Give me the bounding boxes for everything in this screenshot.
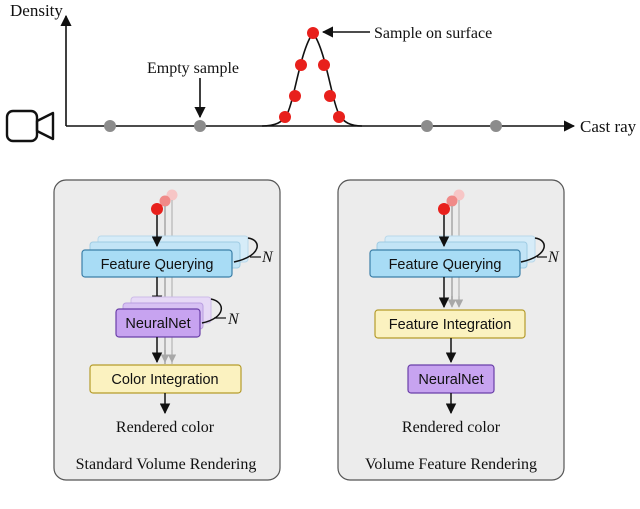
color-integration-label: Color Integration xyxy=(111,372,218,388)
sample-point-faded xyxy=(446,195,458,207)
surface-sample-point xyxy=(324,90,336,102)
rendered-color-label: Rendered color xyxy=(116,419,215,436)
repeat-bracket xyxy=(233,237,258,263)
sample-point xyxy=(151,203,163,215)
empty-sample-point xyxy=(194,120,206,132)
feature-integration-box xyxy=(374,309,526,339)
repeat-symbol-n: N xyxy=(227,311,240,328)
x-axis-label: Cast ray xyxy=(580,117,637,136)
feature-querying-box xyxy=(369,249,521,278)
repeat-symbol-n: N xyxy=(261,249,274,266)
surface-sample-point xyxy=(333,111,345,123)
surface-sample-point xyxy=(289,90,301,102)
surface-sample-point xyxy=(318,59,330,71)
surface-sample-point xyxy=(307,27,319,39)
repeat-symbol-n: N xyxy=(547,249,560,266)
empty-annotation-label: Empty sample xyxy=(147,60,239,77)
empty-sample-point xyxy=(104,120,116,132)
neuralnet-box xyxy=(115,308,201,338)
repeat-bracket xyxy=(520,237,545,263)
rendered-color-label: Rendered color xyxy=(402,419,501,436)
empty-sample-point xyxy=(490,120,502,132)
sample-point xyxy=(438,203,450,215)
surface-sample-point xyxy=(279,111,291,123)
density-curve xyxy=(261,31,363,127)
empty-sample-point xyxy=(421,120,433,132)
sample-point-faded xyxy=(159,195,171,207)
feature-integration-label: Feature Integration xyxy=(389,317,512,333)
repeat-bracket xyxy=(201,298,222,324)
camera-icon xyxy=(5,109,55,143)
feature-querying-label: Feature Querying xyxy=(101,257,214,273)
surface-annotation-label: Sample on surface xyxy=(374,25,492,42)
panel-title: Volume Feature Rendering xyxy=(365,456,537,473)
y-axis-label: Density xyxy=(10,1,63,20)
neuralnet-label: NeuralNet xyxy=(418,372,483,388)
neuralnet-label: NeuralNet xyxy=(125,316,190,332)
feature-querying-label: Feature Querying xyxy=(389,257,502,273)
panel-standard-volume-rendering: Feature Querying N NeuralNet N Color Int… xyxy=(53,179,281,481)
surface-sample-point xyxy=(295,59,307,71)
density-plot: Density Cast ray Sample on surface Empty… xyxy=(5,1,637,143)
panel-volume-feature-rendering: Feature Querying N Feature Integration N… xyxy=(337,179,565,481)
panel-title: Standard Volume Rendering xyxy=(76,456,257,473)
